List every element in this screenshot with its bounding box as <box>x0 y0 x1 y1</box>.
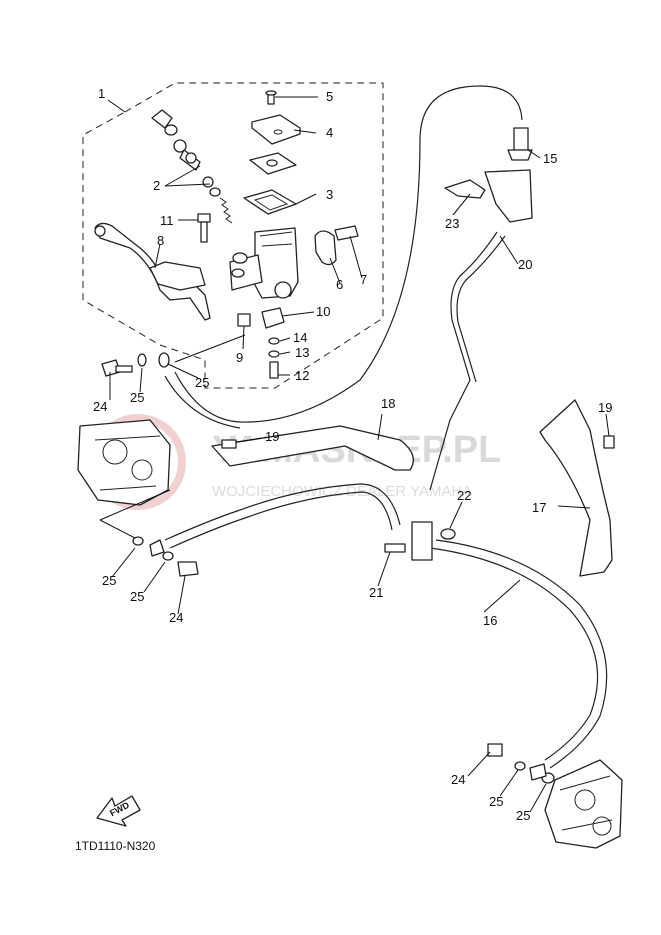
front-left-caliper <box>77 419 171 506</box>
callout-19-left: 19 <box>265 429 279 444</box>
leader-lines <box>99 96 610 813</box>
piston-kit <box>151 109 233 224</box>
upper-brake-hose <box>174 85 523 423</box>
callout-20: 20 <box>518 257 532 272</box>
callout-7: 7 <box>360 272 367 287</box>
callout-6: 6 <box>336 277 343 292</box>
callout-25-right-b: 25 <box>516 808 530 823</box>
callout-25-upper-a: 25 <box>130 390 144 405</box>
callout-16: 16 <box>483 613 497 628</box>
left-caliper-hose <box>164 483 401 541</box>
callout-21: 21 <box>369 585 383 600</box>
callout-19-right: 19 <box>598 400 612 415</box>
callout-22: 22 <box>457 488 471 503</box>
callout-24-upper: 24 <box>93 399 107 414</box>
bracket-17 <box>539 399 613 577</box>
right-caliper-hose <box>429 547 599 761</box>
callout-25-upper-b: 25 <box>195 375 209 390</box>
cable-20 <box>429 231 498 491</box>
callout-10: 10 <box>316 304 330 319</box>
callout-24-lower: 24 <box>169 610 183 625</box>
lower-hardware <box>132 435 615 784</box>
callout-15: 15 <box>543 151 557 166</box>
callout-13: 13 <box>295 345 309 360</box>
watermark-subtitle: WOJCIECHOWICZ DEALER YAMAHA <box>212 483 472 500</box>
callout-11: 11 <box>160 213 174 228</box>
callout-3: 3 <box>326 187 333 202</box>
callout-25-right-a: 25 <box>489 794 503 809</box>
callout-25-lower-a: 25 <box>102 573 116 588</box>
callout-2: 2 <box>153 178 160 193</box>
callout-14: 14 <box>293 330 307 345</box>
diagram-code: 1TD1110-N320 <box>75 839 156 853</box>
front-right-caliper <box>544 759 623 849</box>
callout-9: 9 <box>236 350 243 365</box>
callout-12: 12 <box>295 368 309 383</box>
callout-18: 18 <box>381 396 395 411</box>
hose-joint <box>411 521 433 561</box>
lever-holder <box>314 230 337 266</box>
brake-hoses <box>164 85 613 769</box>
callout-labels: 1 2 3 4 5 6 7 8 9 10 11 12 13 14 15 16 1… <box>93 86 612 823</box>
callout-8: 8 <box>157 233 164 248</box>
callout-5: 5 <box>326 89 333 104</box>
callout-1: 1 <box>98 86 105 101</box>
bracket-23 <box>444 179 486 199</box>
assembly-boundary <box>82 82 384 389</box>
callout-24-right: 24 <box>451 772 465 787</box>
fwd-arrow-icon: FWD <box>96 795 141 827</box>
callout-17: 17 <box>532 500 546 515</box>
brake-switch <box>261 307 285 329</box>
callout-23: 23 <box>445 216 459 231</box>
callout-4: 4 <box>326 125 333 140</box>
hose-clamp-18 <box>211 425 414 471</box>
master-cylinder-assembly <box>94 90 359 379</box>
callout-25-lower-b: 25 <box>130 589 144 604</box>
